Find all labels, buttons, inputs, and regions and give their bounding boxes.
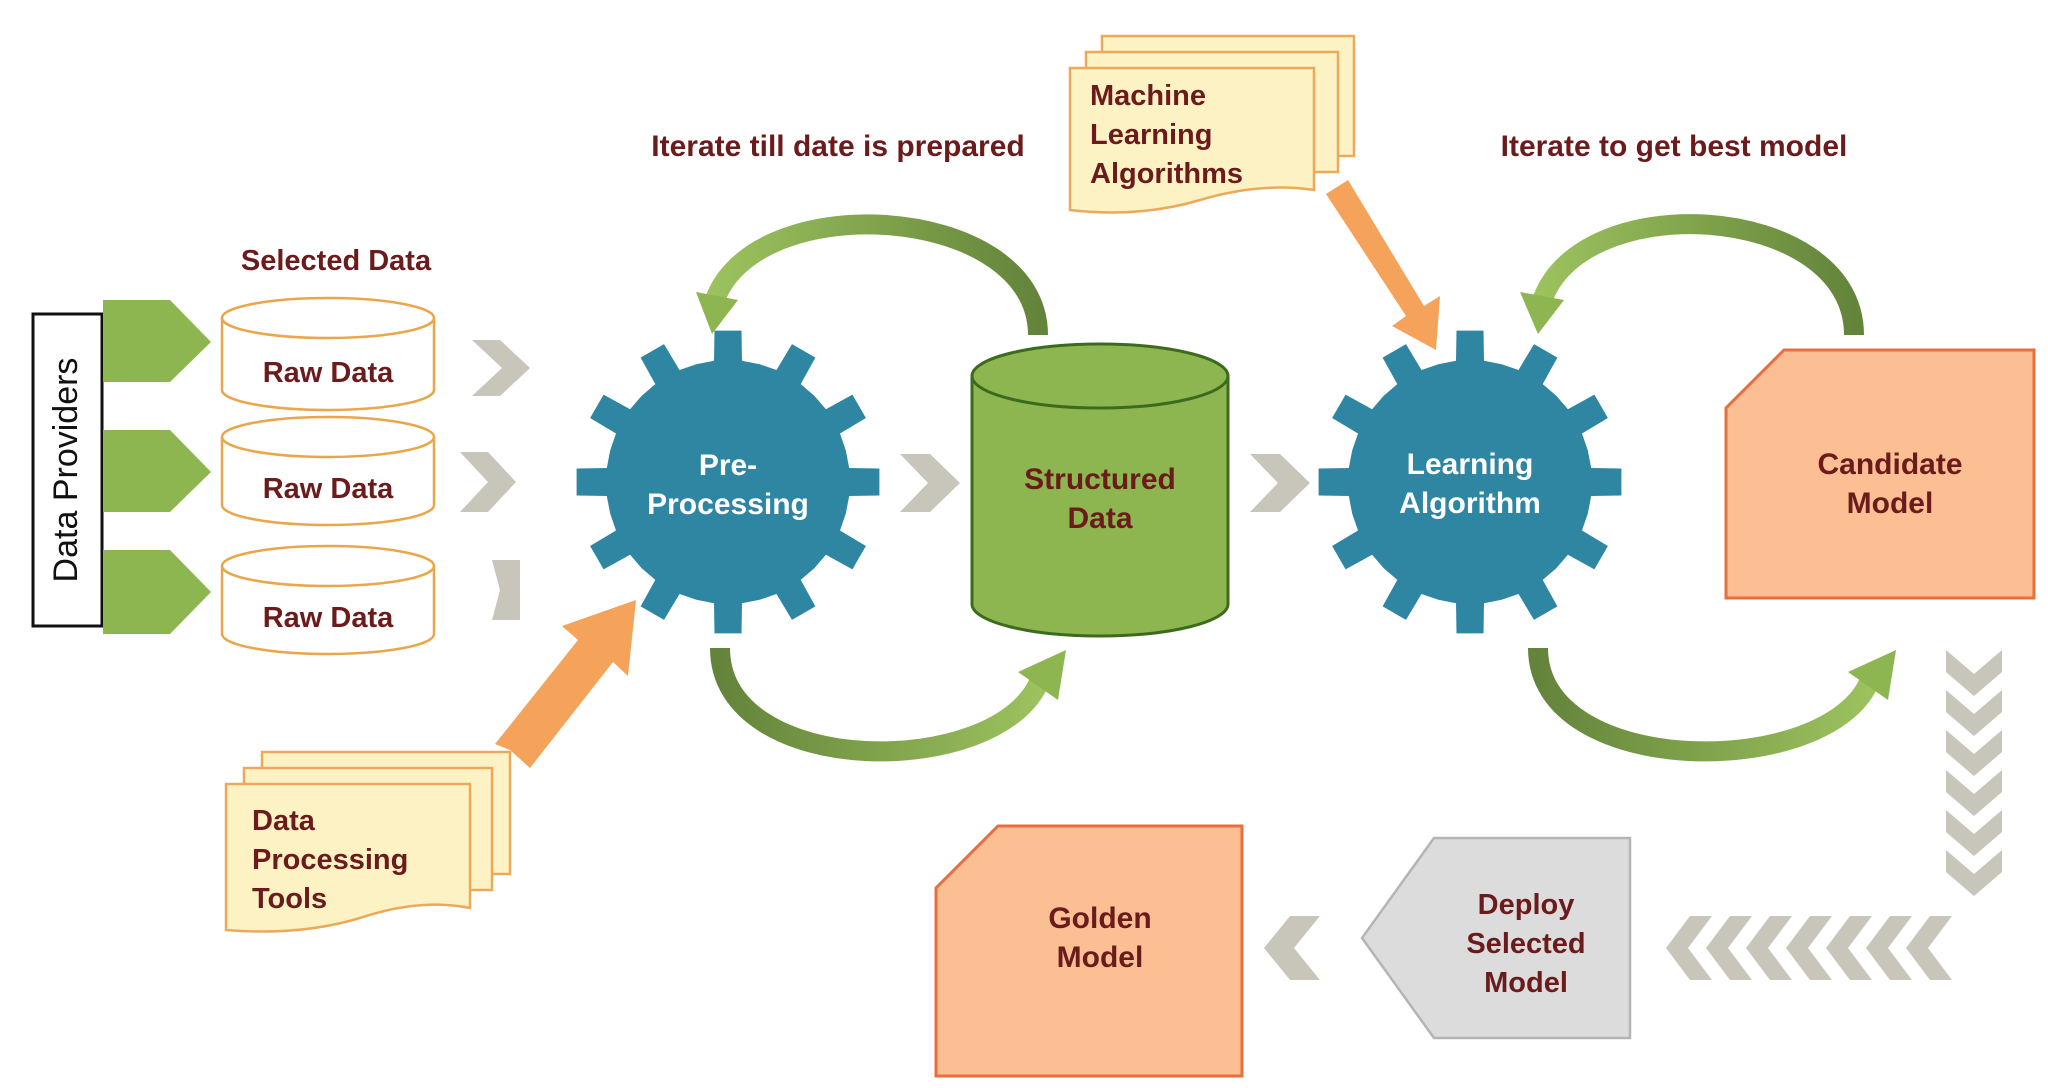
preprocessing-label-line2: Processing <box>647 488 809 521</box>
chevron-right-icon <box>460 452 516 512</box>
chevrons-to-preprocessing <box>460 340 530 620</box>
chevron-left-icon <box>1746 916 1792 980</box>
candidate-model-label-line1: Candidate <box>1817 448 1962 481</box>
raw-data-label: Raw Data <box>263 473 394 505</box>
golden-model-box: Golden Model <box>934 824 1244 1078</box>
data-providers-label: Data Providers <box>47 358 85 583</box>
golden-model-label-line2: Model <box>1057 941 1144 974</box>
iterate-prepare-loop <box>696 214 1066 762</box>
raw-data-cylinder: Raw Data <box>220 544 436 656</box>
left-chevrons <box>1666 916 1952 980</box>
candidate-model-label-line2: Model <box>1847 487 1934 520</box>
chevron-down-icon <box>1946 730 2002 776</box>
chevron-down-icon <box>1946 770 2002 816</box>
learning-algorithm-label-line1: Learning <box>1407 448 1534 481</box>
chevron-left-icon <box>1906 916 1952 980</box>
chevron-down-icon <box>1946 650 2002 696</box>
raw-data-cylinder: Raw Data <box>220 296 436 412</box>
raw-data-cylinder: Raw Data <box>220 415 436 527</box>
raw-data-label: Raw Data <box>263 602 394 634</box>
ml-algorithms-label-line2: Learning <box>1090 119 1212 151</box>
structured-data-label-line2: Data <box>1067 502 1132 535</box>
ml-algorithms-doc: Machine Learning Algorithms <box>1068 34 1356 214</box>
chevron-right-icon <box>472 340 530 396</box>
raw-data-label: Raw Data <box>263 357 394 389</box>
deploy-selected-model-box: Deploy Selected Model <box>1360 836 1632 1040</box>
golden-model-label-line1: Golden <box>1048 902 1151 935</box>
ml-algorithms-label-line1: Machine <box>1090 80 1206 112</box>
arrow-head-icon <box>1018 650 1066 700</box>
data-providers-box: Data Providers <box>31 312 104 628</box>
provider-arrow <box>103 300 211 382</box>
chevron-left-icon <box>1786 916 1832 980</box>
chevron-down-icon <box>1946 850 2002 896</box>
arrow-head-icon <box>696 292 738 334</box>
chevron-left-icon <box>1264 916 1320 980</box>
iterate-prepare-label: Iterate till date is prepared <box>651 130 1024 163</box>
preprocessing-label-line1: Pre- <box>699 449 757 482</box>
preprocessing-gear: Pre- Processing <box>576 330 880 634</box>
chevron-right-icon <box>1250 454 1310 512</box>
structured-data-cylinder: Structured Data <box>970 342 1230 638</box>
chevron-right-icon <box>492 560 520 620</box>
iterate-model-label: Iterate to get best model <box>1501 130 1848 163</box>
tools-arrow <box>495 600 636 768</box>
deploy-label-line1: Deploy <box>1478 889 1575 921</box>
chevron-left-icon <box>1666 916 1712 980</box>
tools-label-line3: Tools <box>252 883 327 915</box>
learning-algorithm-gear: Learning Algorithm <box>1318 330 1622 634</box>
down-chevrons <box>1946 650 2002 896</box>
provider-arrow <box>103 430 211 512</box>
iterate-model-loop <box>1520 214 1896 762</box>
chevron-left-icon <box>1706 916 1752 980</box>
chevron-right-icon <box>900 454 960 512</box>
tools-label-line1: Data <box>252 805 316 837</box>
arrow-head-icon <box>1520 292 1564 334</box>
candidate-model-box: Candidate Model <box>1724 348 2036 600</box>
deploy-label-line3: Model <box>1484 967 1568 999</box>
chevron-down-icon <box>1946 810 2002 856</box>
chevron-down-icon <box>1946 690 2002 736</box>
selected-data-label: Selected Data <box>241 245 432 277</box>
provider-arrows <box>103 300 211 634</box>
algorithms-arrow <box>1326 180 1440 350</box>
provider-arrow <box>103 550 211 634</box>
tools-label-line2: Processing <box>252 844 408 876</box>
deploy-label-line2: Selected <box>1466 928 1585 960</box>
chevron-left-icon <box>1826 916 1872 980</box>
learning-algorithm-label-line2: Algorithm <box>1399 487 1541 520</box>
arrow-head-icon <box>1848 650 1896 700</box>
ml-algorithms-label-line3: Algorithms <box>1090 158 1243 190</box>
chevron-left-icon <box>1866 916 1912 980</box>
structured-data-label-line1: Structured <box>1024 463 1176 496</box>
data-processing-tools-doc: Data Processing Tools <box>224 750 512 933</box>
